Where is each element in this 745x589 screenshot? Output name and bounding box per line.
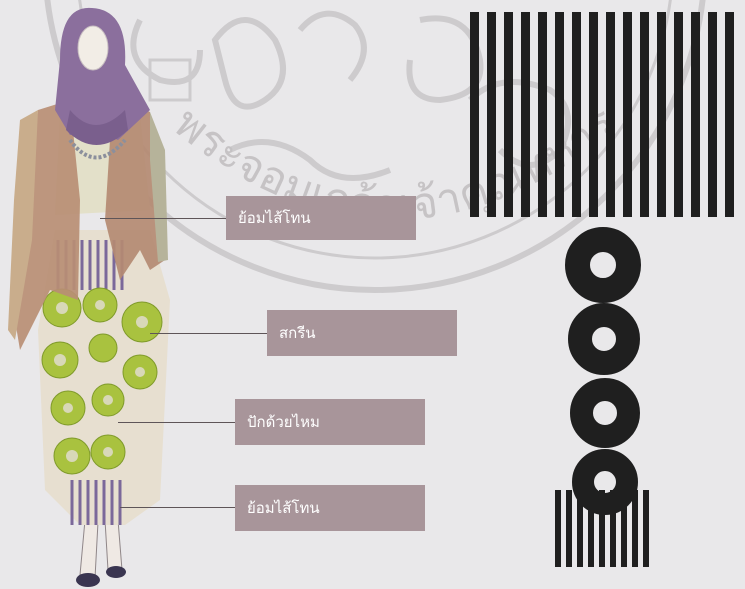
callout-embroidery: ปักด้วยไหม [235,399,425,445]
leader-line-1 [100,218,226,219]
callout-label: ปักด้วยไหม [247,413,320,431]
ring-motif [565,227,641,303]
leader-line-3 [118,422,235,423]
ring-motif [568,303,640,375]
vertical-stripes-motif [470,12,734,217]
fashion-figure-illustration [8,7,170,587]
callout-label: สกรีน [279,324,316,342]
leader-line-2 [150,333,267,334]
ring-motif [570,378,640,448]
callout-screen: สกรีน [267,310,457,356]
vertical-stripes-motif-small [555,490,649,567]
callout-dye-2: ย้อมไส้โทน [235,485,425,531]
leader-line-4 [120,507,235,508]
callout-label: ย้อมไส้โทน [238,209,311,227]
callout-dye-1: ย้อมไส้โทน [226,196,416,240]
callout-label: ย้อมไส้โทน [247,499,320,517]
